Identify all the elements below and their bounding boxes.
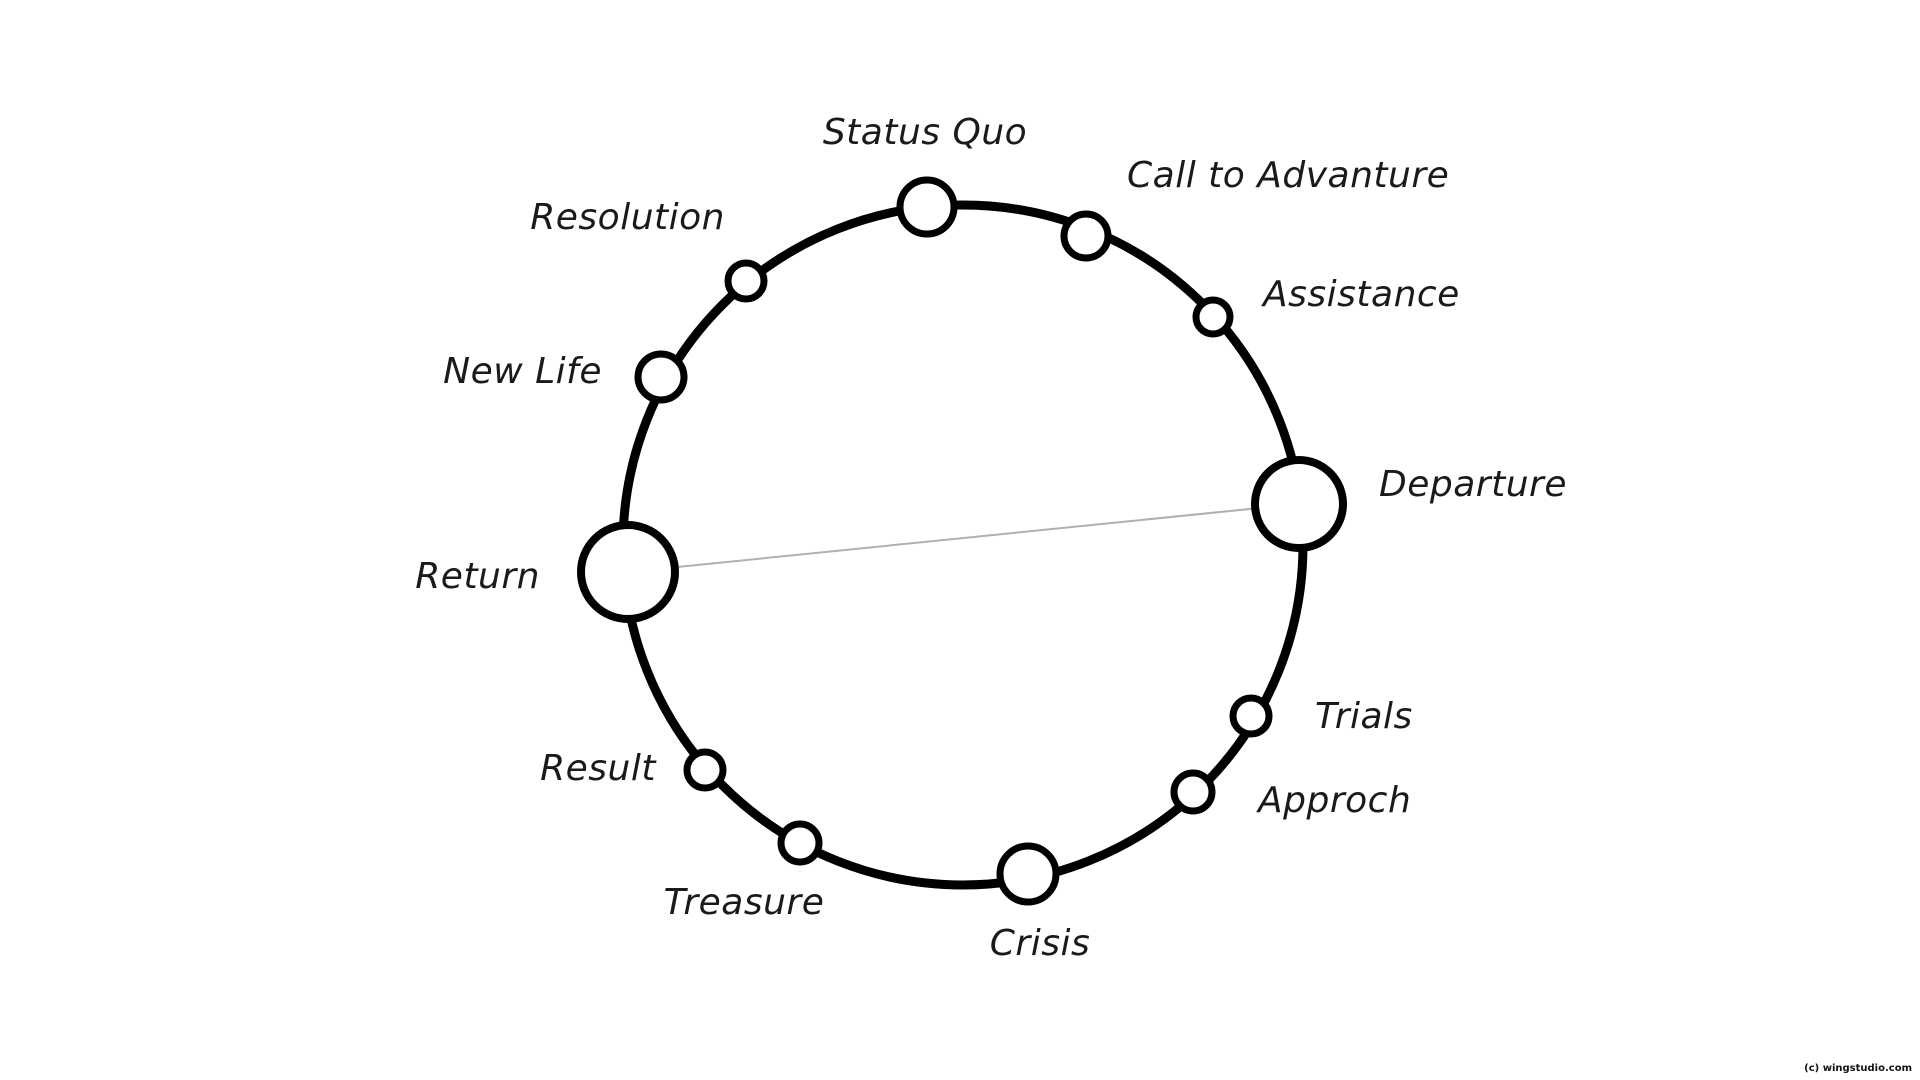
label-assistance: Assistance: [1261, 274, 1460, 315]
label-new-life: New Life: [443, 351, 602, 392]
label-call-to-adventure: Call to Advanture: [1127, 155, 1449, 196]
label-resolution: Resolution: [530, 197, 725, 238]
node-status-quo: [896, 176, 958, 238]
label-crisis: Crisis: [990, 923, 1090, 964]
label-status-quo: Status Quo: [823, 112, 1027, 153]
node-trials: [1229, 694, 1273, 738]
label-return: Return: [415, 556, 540, 597]
node-resolution: [724, 259, 768, 303]
node-call-to-adventure: [1060, 210, 1112, 262]
connector-return-to-departure: [627, 503, 1300, 573]
label-result: Result: [540, 748, 657, 789]
node-layer: [577, 176, 1347, 906]
node-departure: [1251, 456, 1347, 552]
label-approch: Approch: [1256, 780, 1411, 821]
connector-layer: [627, 503, 1300, 573]
copyright-notice: (c) wingstudio.com: [1804, 1063, 1912, 1074]
node-approch: [1170, 769, 1216, 815]
node-assistance: [1192, 296, 1234, 338]
node-crisis: [996, 842, 1060, 906]
label-trials: Trials: [1315, 696, 1413, 737]
node-return: [577, 521, 679, 623]
node-treasure: [777, 820, 823, 866]
label-treasure: Treasure: [664, 882, 825, 923]
node-new-life: [634, 350, 688, 404]
label-departure: Departure: [1379, 464, 1567, 505]
node-result: [683, 748, 727, 792]
